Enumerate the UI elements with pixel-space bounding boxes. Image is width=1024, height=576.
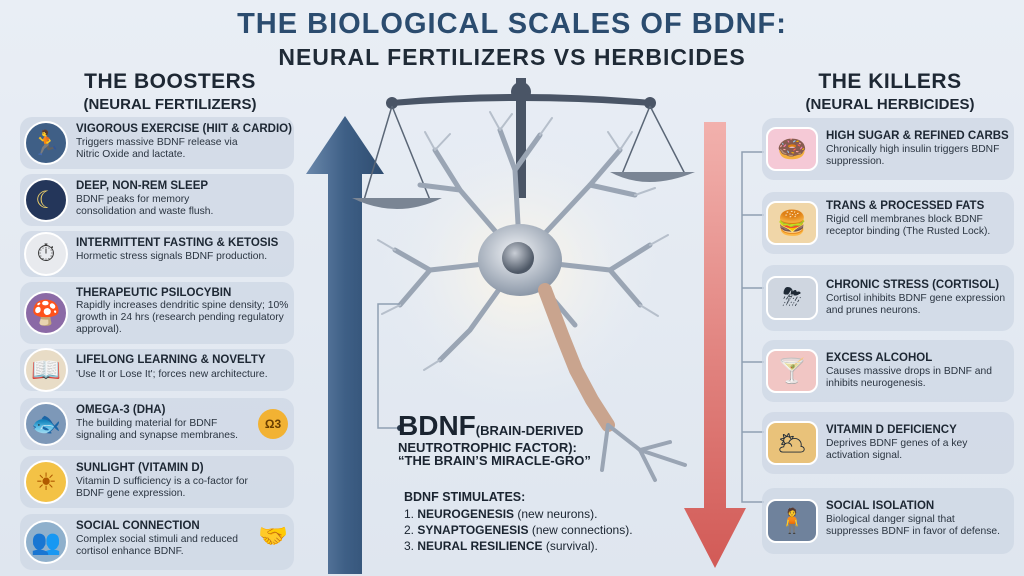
booster-card-fasting: ⏱ INTERMITTENT FASTING & KETOSIS Hormeti… xyxy=(20,231,294,277)
page-subtitle: NEURAL FERTILIZERS VS HERBICIDES xyxy=(278,44,746,70)
left-pan xyxy=(352,198,442,209)
booster-card-exercise: 🏃 VIGOROUS EXERCISE (HIIT & CARDIO) Trig… xyxy=(20,117,294,169)
killer-card-sugar: 🍩 HIGH SUGAR & REFINED CARBS Chronically… xyxy=(762,118,1014,180)
balance-scale xyxy=(386,78,656,198)
killer-title: SOCIAL ISOLATION xyxy=(826,500,935,512)
handshake-icon: 🤝 xyxy=(258,523,288,550)
stimulates-heading: BDNF STIMULATES: xyxy=(404,490,526,504)
page-title: THE BIOLOGICAL SCALES OF BDNF: xyxy=(237,8,787,40)
storm-cloud-icon: ⛈ xyxy=(766,276,818,320)
killer-title: CHRONIC STRESS (CORTISOL) xyxy=(826,279,1000,291)
booster-title: LIFELONG LEARNING & NOVELTY xyxy=(76,354,266,366)
axon-terminals xyxy=(600,423,687,482)
killer-desc: Rigid cell membranes block BDNF receptor… xyxy=(826,214,991,237)
booster-title: INTERMITTENT FASTING & KETOSIS xyxy=(76,237,279,249)
bdnf-label: BDNF(BRAIN-DERIVED NEUTROTROPHIC FACTOR)… xyxy=(398,410,658,468)
booster-title: SOCIAL CONNECTION xyxy=(76,520,200,532)
scale-neuron-illustration xyxy=(352,78,695,482)
booster-card-psilocybin: 🍄 THERAPEUTIC PSILOCYBIN Rapidly increas… xyxy=(20,282,294,344)
runner-icon: 🏃 xyxy=(24,121,68,165)
boosters-subheading: (NEURAL FERTILIZERS) xyxy=(83,96,257,113)
bdnf-stimulates: BDNF STIMULATES: 1. NEUROGENESIS (new ne… xyxy=(404,490,633,555)
donut-icon: 🍩 xyxy=(766,127,818,171)
killers-bracket xyxy=(741,151,764,503)
booster-title: THERAPEUTIC PSILOCYBIN xyxy=(76,287,232,299)
killer-desc: Cortisol inhibits BDNF gene expression a… xyxy=(826,293,1006,316)
booster-title: DEEP, NON-REM SLEEP xyxy=(76,180,209,192)
neuron-nucleus xyxy=(502,242,534,274)
booster-desc: Hormetic stress signals BDNF production. xyxy=(76,251,268,262)
killer-card-fats: 🍔 TRANS & PROCESSED FATS Rigid cell memb… xyxy=(762,192,1014,254)
killers-heading: THE KILLERS xyxy=(818,70,962,93)
neuron-axon xyxy=(538,283,615,432)
booster-desc: Triggers massive BDNF release via Nitric… xyxy=(76,137,238,160)
bdnf-expansion-end: NEUTROTROPHIC FACTOR): xyxy=(398,440,577,455)
booster-title: SUNLIGHT (VITAMIN D) xyxy=(76,462,204,474)
booster-desc: 'Use It or Lose It'; forces new architec… xyxy=(76,369,268,380)
booster-card-omega3: 🐟 OMEGA-3 (DHA) The building material fo… xyxy=(20,398,294,450)
booster-desc: Vitamin D sufficiency is a co-factor for… xyxy=(76,476,248,499)
booster-card-learning: 📖 LIFELONG LEARNING & NOVELTY 'Use It or… xyxy=(20,348,294,392)
sun-icon: ☀ xyxy=(24,460,68,504)
killers-subheading: (NEURAL HERBICIDES) xyxy=(805,96,975,113)
burger-icon: 🍔 xyxy=(766,201,818,245)
boosters-heading: THE BOOSTERS xyxy=(84,70,256,93)
bdnf-expansion-start: (BRAIN-DERIVED xyxy=(475,423,584,438)
booster-card-sunlight: ☀ SUNLIGHT (VITAMIN D) Vitamin D suffici… xyxy=(20,456,294,508)
killer-desc: Causes massive drops in BDNF and inhibit… xyxy=(826,366,992,389)
killer-card-vitd: 🌥 VITAMIN D DEFICIENCY Deprives BDNF gen… xyxy=(762,412,1014,474)
killer-title: TRANS & PROCESSED FATS xyxy=(826,200,985,212)
killer-card-alcohol: 🍸 EXCESS ALCOHOL Causes massive drops in… xyxy=(762,340,1014,402)
booster-title: OMEGA-3 (DHA) xyxy=(76,404,166,416)
killer-title: EXCESS ALCOHOL xyxy=(826,352,933,364)
booster-card-sleep: ☾ DEEP, NON-REM SLEEP BDNF peaks for mem… xyxy=(20,174,294,226)
up-arrow xyxy=(306,116,384,574)
stopwatch-icon: ⏱ xyxy=(24,232,68,276)
isolated-person-icon: 🧍 xyxy=(766,499,818,543)
fish-icon: 🐟 xyxy=(24,402,68,446)
killer-title: HIGH SUGAR & REFINED CARBS xyxy=(826,130,1009,142)
booster-card-social: 👥 SOCIAL CONNECTION Complex social stimu… xyxy=(20,514,294,570)
down-arrow xyxy=(684,122,746,568)
people-icon: 👥 xyxy=(24,520,68,564)
killer-desc: Deprives BDNF genes of a key activation … xyxy=(826,438,968,461)
stimulates-item: 1. NEUROGENESIS (new neurons). xyxy=(404,507,598,521)
cocktail-icon: 🍸 xyxy=(766,349,818,393)
neuron-spines xyxy=(377,111,669,371)
mushroom-icon: 🍄 xyxy=(24,291,68,335)
dim-sun-icon: 🌥 xyxy=(766,421,818,465)
killer-card-isolation: 🧍 SOCIAL ISOLATION Biological danger sig… xyxy=(762,488,1014,554)
booster-title: VIGOROUS EXERCISE (HIIT & CARDIO) xyxy=(76,123,292,135)
booster-desc: Rapidly increases dendritic spine densit… xyxy=(76,300,289,335)
killers-heading-block: THE KILLERS (NEURAL HERBICIDES) xyxy=(760,70,1020,113)
killer-desc: Chronically high insulin triggers BDNF s… xyxy=(826,144,1000,167)
killer-title: VITAMIN D DEFICIENCY xyxy=(826,424,957,436)
stimulates-item: 3. NEURAL RESILIENCE (survival). xyxy=(404,539,598,553)
bdnf-tagline: “THE BRAIN’S MIRACLE-GRO” xyxy=(398,453,591,468)
moon-icon: ☾ xyxy=(24,178,68,222)
killer-desc: Biological danger signal that suppresses… xyxy=(826,514,1000,537)
omega3-badge: Ω3 xyxy=(258,409,288,439)
right-pan xyxy=(610,172,695,182)
bdnf-acronym: BDNF xyxy=(398,410,476,441)
book-icon: 📖 xyxy=(24,348,68,392)
boosters-heading-block: THE BOOSTERS (NEURAL FERTILIZERS) xyxy=(40,70,300,113)
stimulates-item: 2. SYNAPTOGENESIS (new connections). xyxy=(404,523,633,537)
booster-desc: BDNF peaks for memory consolidation and … xyxy=(76,194,214,217)
booster-desc: The building material for BDNF signaling… xyxy=(76,418,238,441)
booster-desc: Complex social stimuli and reduced corti… xyxy=(76,534,238,557)
bdnf-pointer xyxy=(377,303,403,431)
killer-card-stress: ⛈ CHRONIC STRESS (CORTISOL) Cortisol inh… xyxy=(762,265,1014,331)
